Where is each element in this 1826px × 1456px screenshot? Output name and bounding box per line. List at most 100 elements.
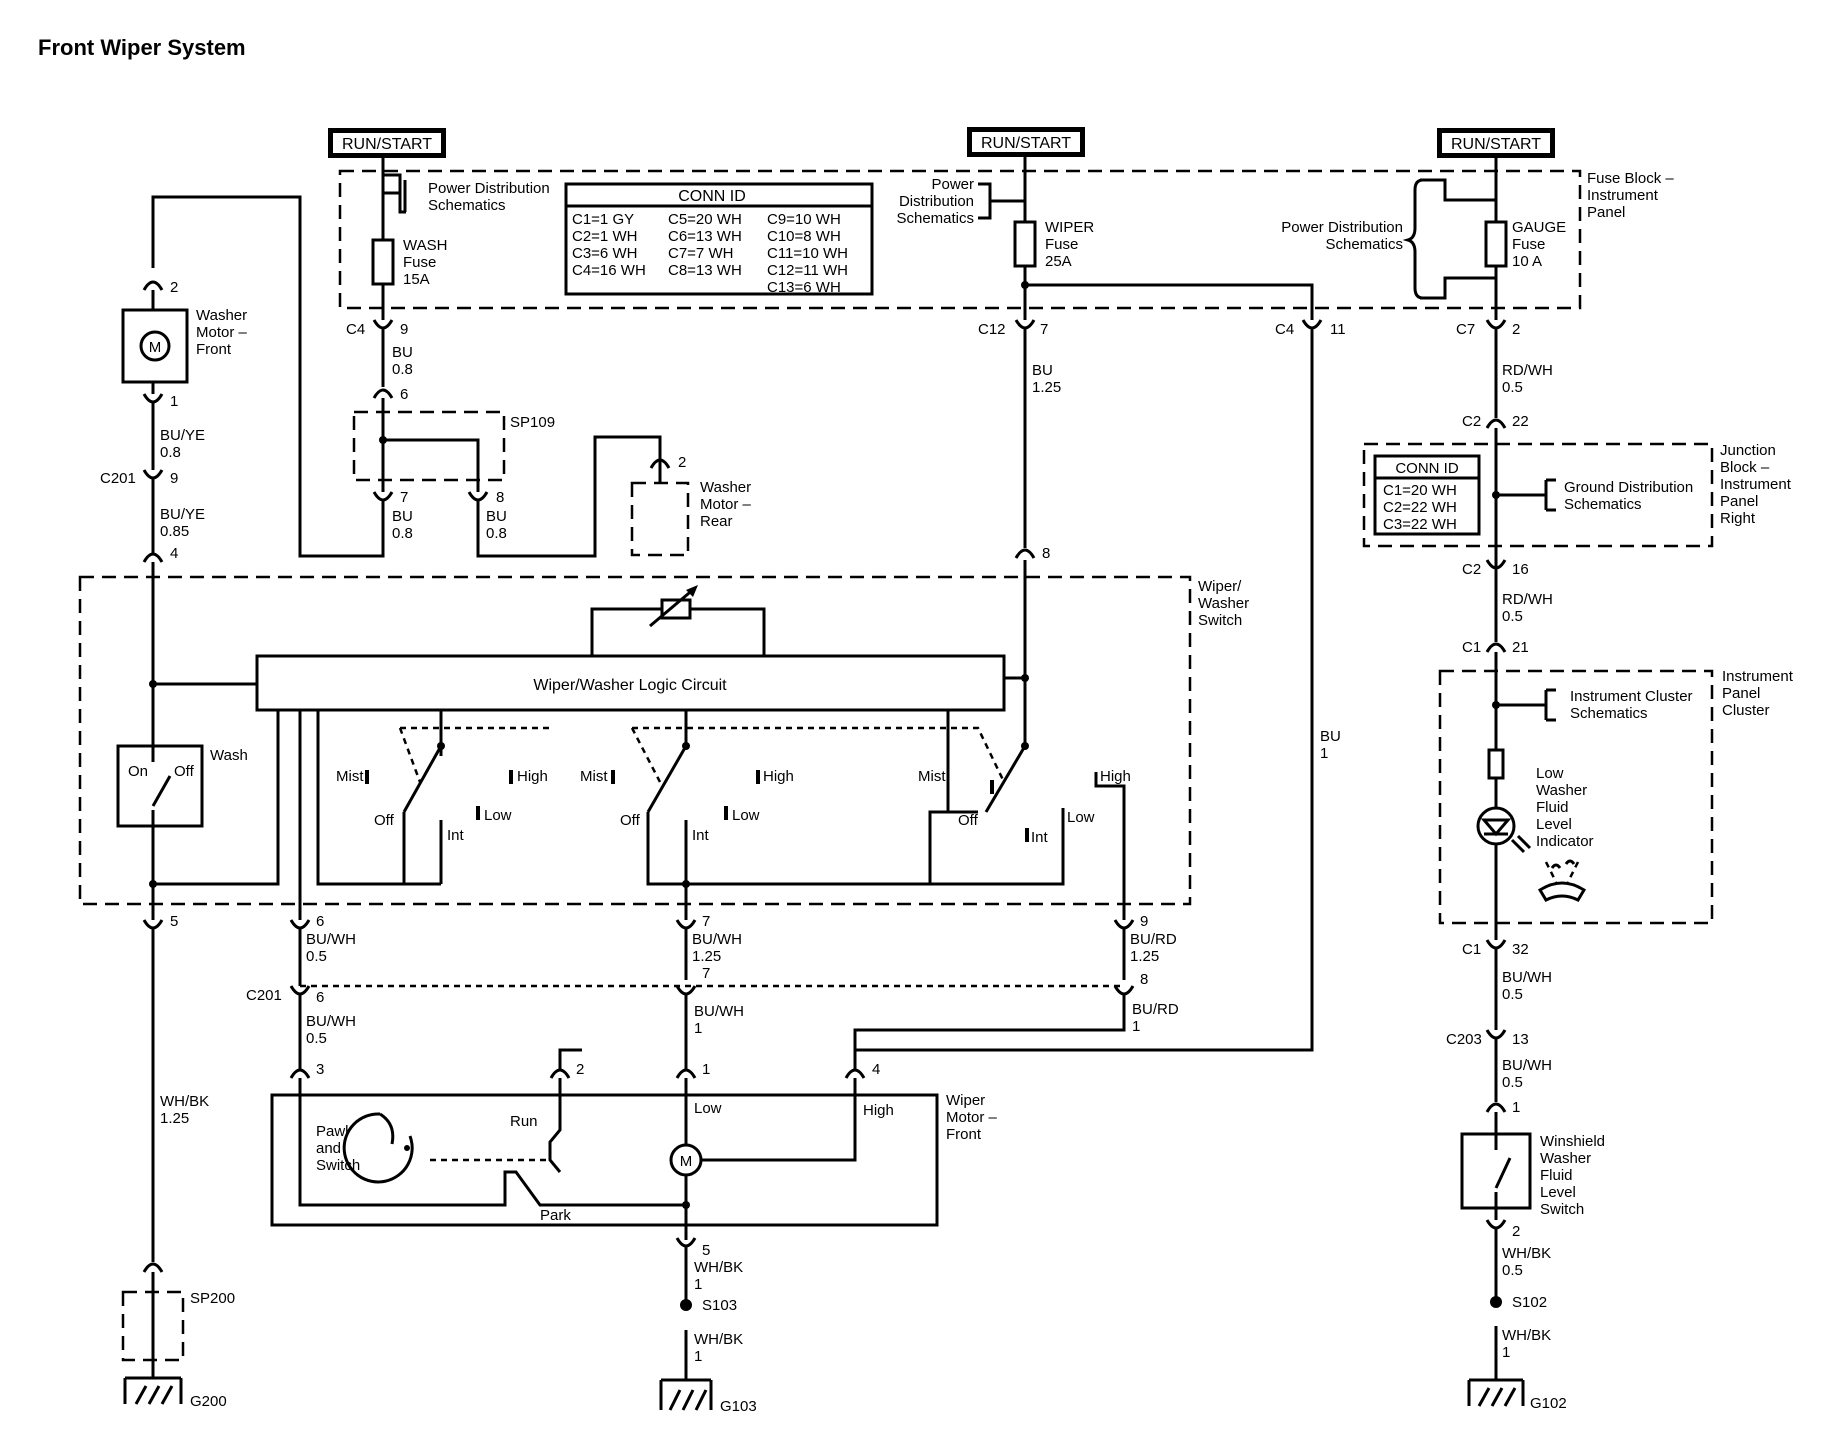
led-indicator-icon (1476, 806, 1532, 854)
svg-text:1: 1 (702, 1061, 710, 1078)
svg-text:C9=10 WH: C9=10 WH (767, 211, 841, 228)
svg-text:0.5: 0.5 (1502, 379, 1523, 396)
sp109-outline (352, 410, 506, 482)
svg-text:WH/BK: WH/BK (1502, 1327, 1551, 1344)
svg-text:Switch: Switch (1198, 612, 1242, 629)
svg-text:BU/WH: BU/WH (1502, 969, 1552, 986)
svg-text:Switch: Switch (316, 1157, 360, 1174)
wiper-fuse (1013, 220, 1037, 268)
svg-text:Schematics: Schematics (1570, 705, 1648, 722)
svg-text:32: 32 (1512, 941, 1529, 958)
svg-text:4: 4 (170, 545, 178, 562)
svg-text:Pawl: Pawl (316, 1123, 349, 1140)
svg-text:GAUGE: GAUGE (1512, 219, 1566, 236)
svg-text:WH/BK: WH/BK (1502, 1245, 1551, 1262)
page-title: Front Wiper System (38, 35, 246, 60)
svg-text:8: 8 (1140, 971, 1148, 988)
svg-text:Int: Int (1031, 829, 1049, 846)
svg-text:0.5: 0.5 (1502, 1262, 1523, 1279)
jb-conn-id-table: CONN ID C1=20 WH C2=22 WH C3=22 WH (1373, 454, 1481, 536)
svg-text:Low: Low (732, 807, 760, 824)
svg-text:WH/BK: WH/BK (694, 1331, 743, 1348)
svg-text:Power Distribution: Power Distribution (1281, 219, 1403, 236)
svg-text:Schematics: Schematics (428, 197, 506, 214)
svg-text:16: 16 (1512, 561, 1529, 578)
svg-text:4: 4 (872, 1061, 880, 1078)
svg-text:1: 1 (1320, 745, 1328, 762)
svg-text:0.5: 0.5 (1502, 608, 1523, 625)
svg-text:1: 1 (694, 1276, 702, 1293)
junction-block-label: Junction Block – Instrument Panel Right (1720, 442, 1792, 527)
svg-text:WASH: WASH (403, 237, 447, 254)
svg-text:C7=7 WH: C7=7 WH (668, 245, 733, 262)
svg-text:1: 1 (1512, 1099, 1520, 1116)
variable-resistor (590, 585, 766, 656)
svg-text:2: 2 (678, 454, 686, 471)
svg-text:6: 6 (316, 989, 324, 1006)
svg-text:C4: C4 (346, 321, 365, 338)
svg-text:High: High (517, 768, 548, 785)
pd-note-mid: Power Distribution Schematics (896, 176, 1024, 227)
svg-text:Off: Off (174, 763, 195, 780)
svg-text:Low: Low (1067, 809, 1095, 826)
svg-text:2: 2 (576, 1061, 584, 1078)
svg-text:Washer: Washer (1540, 1150, 1591, 1167)
pd-note-right: Power Distribution Schematics (1281, 178, 1496, 300)
svg-text:Park: Park (540, 1207, 571, 1224)
wiper-fuse-label: WIPER Fuse 25A (1045, 219, 1094, 270)
svg-text:3: 3 (316, 1061, 324, 1078)
svg-text:0.8: 0.8 (160, 444, 181, 461)
svg-text:G102: G102 (1530, 1395, 1567, 1412)
wiper-motor-front-label: Wiper Motor – Front (946, 1092, 998, 1143)
svg-text:C1=1 GY: C1=1 GY (572, 211, 634, 228)
svg-text:C201: C201 (100, 470, 136, 487)
svg-text:Run: Run (510, 1113, 538, 1130)
svg-text:Winshield: Winshield (1540, 1133, 1605, 1150)
svg-text:0.5: 0.5 (1502, 986, 1523, 1003)
gauge-fuse (1484, 220, 1508, 268)
wiper-switch-group-1: Mist High Off Low Int (336, 726, 550, 884)
svg-text:C1=20 WH: C1=20 WH (1383, 482, 1457, 499)
svg-text:2: 2 (1512, 321, 1520, 338)
svg-text:Washer: Washer (700, 479, 751, 496)
svg-text:RD/WH: RD/WH (1502, 362, 1553, 379)
svg-text:7: 7 (1040, 321, 1048, 338)
svg-text:0.8: 0.8 (486, 525, 507, 542)
svg-text:C12=11 WH: C12=11 WH (767, 262, 848, 279)
svg-text:C4=16 WH: C4=16 WH (572, 262, 646, 279)
svg-text:Power: Power (931, 176, 974, 193)
svg-text:Block –: Block – (1720, 459, 1770, 476)
svg-text:High: High (863, 1102, 894, 1119)
g102-ground-icon (1467, 1378, 1525, 1407)
svg-text:BU: BU (486, 508, 507, 525)
svg-text:1: 1 (694, 1348, 702, 1365)
svg-text:C4: C4 (1275, 321, 1294, 338)
g200-ground-icon (123, 1376, 183, 1405)
svg-text:0.5: 0.5 (1502, 1074, 1523, 1091)
washer-fluid-icon (1537, 859, 1587, 902)
svg-text:C1: C1 (1462, 639, 1481, 656)
run-start-left: RUN/START (328, 128, 446, 158)
svg-text:6: 6 (316, 913, 324, 930)
svg-text:High: High (1100, 768, 1131, 785)
run-start-right: RUN/START (1437, 128, 1555, 158)
svg-text:Instrument: Instrument (1722, 668, 1794, 685)
svg-text:C10=8 WH: C10=8 WH (767, 228, 841, 245)
svg-text:0.5: 0.5 (306, 948, 327, 965)
junction-block-outline (1362, 442, 1714, 548)
svg-text:Wiper/Washer Logic Circuit: Wiper/Washer Logic Circuit (533, 677, 727, 694)
wiper-switch-group-3: Mist High Off Low Int (918, 560, 1131, 920)
svg-text:9: 9 (170, 470, 178, 487)
svg-text:C2: C2 (1462, 561, 1481, 578)
svg-text:BU: BU (392, 344, 413, 361)
svg-text:Level: Level (1536, 816, 1572, 833)
svg-text:Fuse: Fuse (1512, 236, 1545, 253)
svg-text:C7: C7 (1456, 321, 1475, 338)
fluid-switch-label: Winshield Washer Fluid Level Switch (1540, 1133, 1605, 1218)
svg-text:1.25: 1.25 (1130, 948, 1159, 965)
svg-text:Washer: Washer (1198, 595, 1249, 612)
svg-text:C203: C203 (1446, 1031, 1482, 1048)
svg-text:Low: Low (484, 807, 512, 824)
svg-text:C5=20 WH: C5=20 WH (668, 211, 742, 228)
